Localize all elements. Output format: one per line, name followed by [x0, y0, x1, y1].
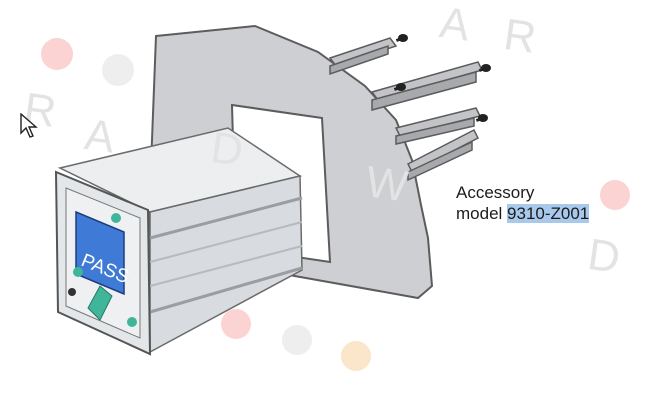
caption-model-prefix: model	[456, 204, 508, 223]
mouse-cursor-icon	[20, 113, 38, 138]
watermark-dot	[41, 38, 73, 70]
screws	[393, 34, 491, 122]
model-code-selection[interactable]: 9310-Z001	[507, 204, 590, 223]
device-button	[73, 267, 83, 277]
device-button	[111, 213, 121, 223]
watermark-dot	[102, 54, 134, 86]
watermark-letter: R	[500, 9, 542, 64]
watermark-letter: D	[584, 229, 626, 284]
watermark-dot	[341, 341, 371, 371]
caption-title: Accessory	[456, 183, 535, 202]
device-keypad	[87, 285, 113, 321]
watermark-letter: D	[207, 122, 249, 177]
watermark-dot	[221, 309, 251, 339]
device-button	[127, 317, 137, 327]
watermark-dot	[282, 325, 312, 355]
device-unit: PASS	[54, 127, 303, 356]
caption-model-line: model 9310-Z001	[456, 203, 590, 224]
device-port	[68, 288, 76, 296]
watermark-dot	[600, 180, 630, 210]
lcd-screen	[75, 210, 125, 296]
watermark-letter: W	[362, 157, 413, 212]
accessory-caption: Accessory model 9310-Z001	[456, 182, 590, 224]
